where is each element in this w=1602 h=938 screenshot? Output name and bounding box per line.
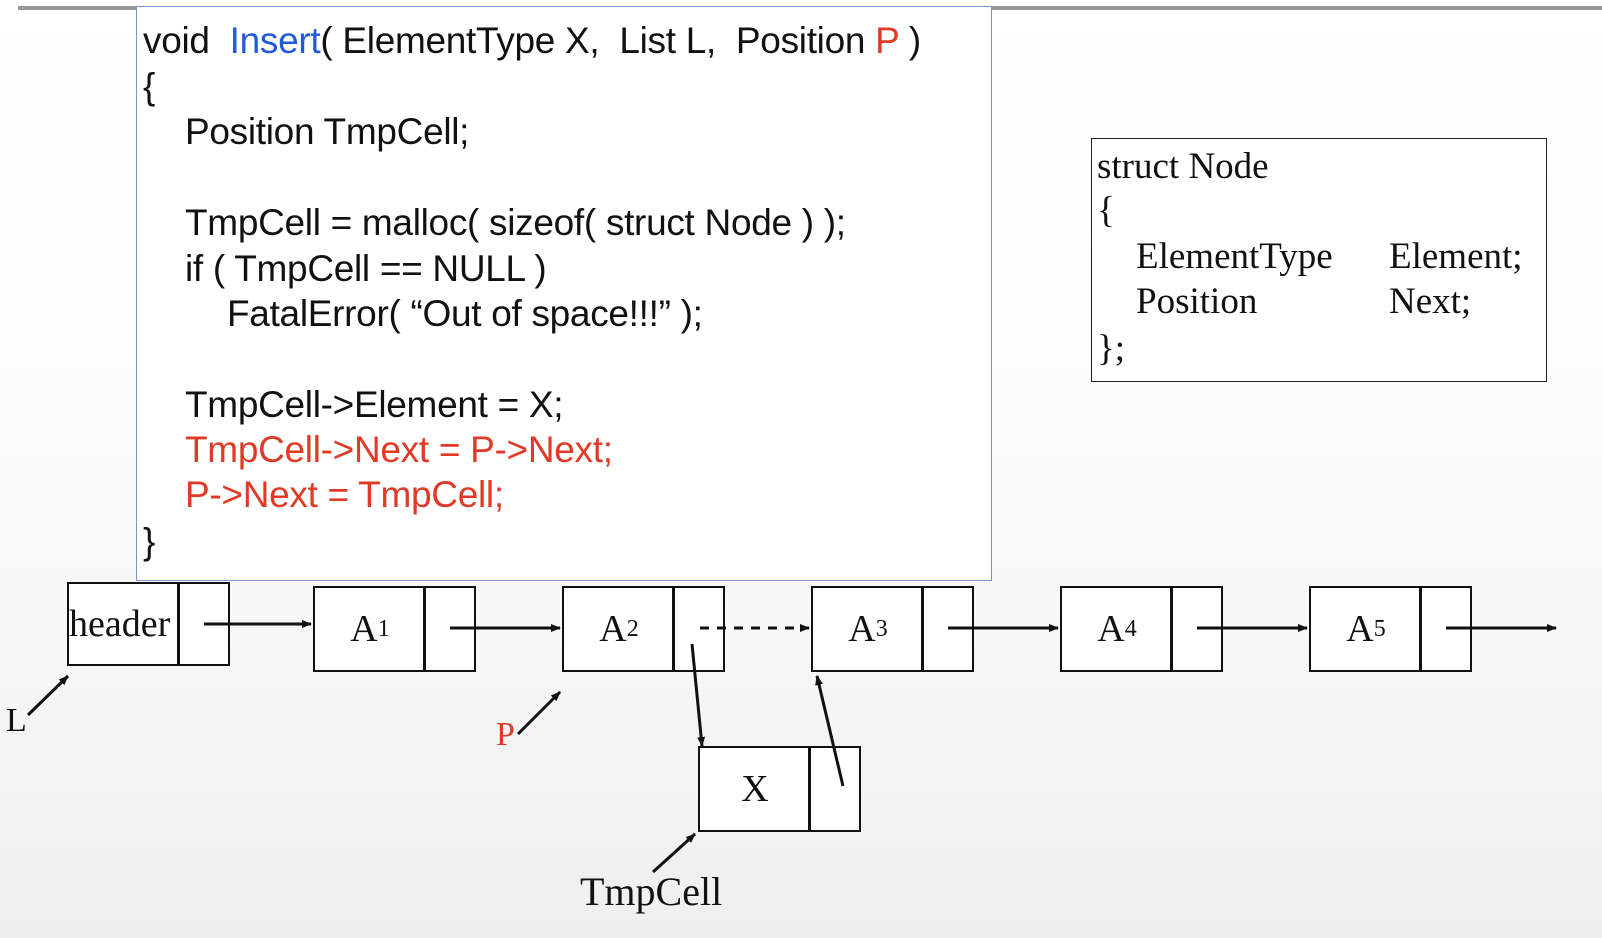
code-param-p: P [875, 20, 899, 61]
node-a5-divider [1419, 588, 1422, 670]
code-assign-next: TmpCell->Next = P->Next; [185, 429, 613, 470]
new-node-value: X [741, 768, 769, 810]
struct-open-brace: { [1097, 190, 1115, 231]
code-if: if ( TmpCell == NULL ) [185, 248, 547, 289]
code-function-insert: Insert [229, 20, 321, 61]
node-a1-divider [423, 588, 426, 670]
code-assign-p-next: P->Next = TmpCell; [185, 474, 504, 515]
arrow-x-to-a3 [815, 675, 845, 787]
arrow-l-pointer [26, 674, 70, 717]
struct-title: struct Node [1097, 146, 1269, 187]
header-node: header [67, 582, 230, 666]
struct-field2-type: Position [1136, 281, 1258, 322]
label-p: P [496, 716, 515, 753]
code-params: ( ElementType X, List L, Position [320, 20, 876, 61]
node-a3-divider [921, 588, 924, 670]
insert-code-box: void Insert( ElementType X, List L, Posi… [136, 6, 992, 581]
code-close-brace: } [143, 521, 156, 562]
label-l: L [6, 702, 27, 739]
struct-field1-name: Element; [1389, 236, 1523, 277]
header-label: header [69, 603, 171, 645]
code-paren-close: ) [898, 20, 921, 61]
node-a4-divider [1170, 588, 1173, 670]
struct-node-box: struct Node { ElementType Element; Posit… [1091, 138, 1547, 382]
new-node-divider [808, 748, 811, 830]
code-malloc: TmpCell = malloc( sizeof( struct Node ) … [185, 202, 846, 243]
node-a2-divider [672, 588, 675, 670]
code-keyword-void: void [143, 20, 210, 61]
header-node-divider [177, 584, 180, 664]
label-tmpcell: TmpCell [580, 869, 723, 914]
code-decl: Position TmpCell; [185, 111, 470, 152]
struct-field2-name: Next; [1389, 281, 1472, 322]
code-assign-element: TmpCell->Element = X; [185, 384, 564, 425]
code-signature: void Insert( ElementType X, List L, Posi… [143, 19, 921, 63]
arrow-tmpcell-pointer [651, 832, 697, 874]
code-open-brace: { [143, 66, 156, 107]
struct-field1-type: ElementType [1136, 236, 1333, 277]
new-node-x: X [698, 746, 861, 832]
code-fatal-error: FatalError( “Out of space!!!” ); [227, 293, 703, 334]
struct-close-brace: }; [1097, 328, 1126, 369]
arrow-a2-to-x [690, 643, 706, 747]
arrow-p-pointer [516, 690, 562, 736]
